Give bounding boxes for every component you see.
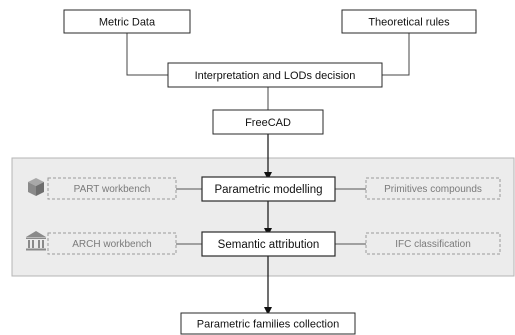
classical-building-icon bbox=[26, 231, 46, 251]
connector-rules-to-interpretation bbox=[382, 33, 410, 76]
side-arch-workbench bbox=[47, 232, 177, 255]
side-part-workbench bbox=[47, 177, 177, 200]
side-ifc-classification bbox=[365, 232, 501, 255]
side-ifc-classification-label: IFC classification bbox=[395, 239, 471, 250]
node-parametric-modelling-label: Parametric modelling bbox=[214, 184, 322, 196]
node-freecad bbox=[212, 109, 324, 135]
node-interpretation-label: Interpretation and LODs decision bbox=[195, 70, 356, 82]
node-metric-data bbox=[63, 9, 191, 34]
node-parametric-modelling bbox=[201, 176, 336, 202]
node-semantic-attribution-label: Semantic attribution bbox=[218, 239, 320, 251]
side-primitives-compounds bbox=[365, 177, 501, 200]
side-part-workbench-label: PART workbench bbox=[74, 184, 151, 195]
workbench-panel bbox=[11, 157, 515, 277]
node-semantic-attribution bbox=[201, 231, 336, 257]
node-interpretation bbox=[167, 62, 383, 88]
node-theoretical-rules-label: Theoretical rules bbox=[368, 17, 450, 29]
side-primitives-compounds-label: Primitives compounds bbox=[384, 184, 482, 195]
cube-icon bbox=[28, 178, 44, 196]
node-theoretical-rules bbox=[341, 9, 477, 34]
node-metric-data-label: Metric Data bbox=[99, 17, 156, 29]
side-arch-workbench-label: ARCH workbench bbox=[72, 239, 151, 250]
node-parametric-families-label: Parametric families collection bbox=[197, 319, 339, 331]
connector-metric-to-interpretation bbox=[126, 33, 168, 76]
node-freecad-label: FreeCAD bbox=[245, 117, 291, 129]
node-parametric-families bbox=[180, 312, 356, 335]
